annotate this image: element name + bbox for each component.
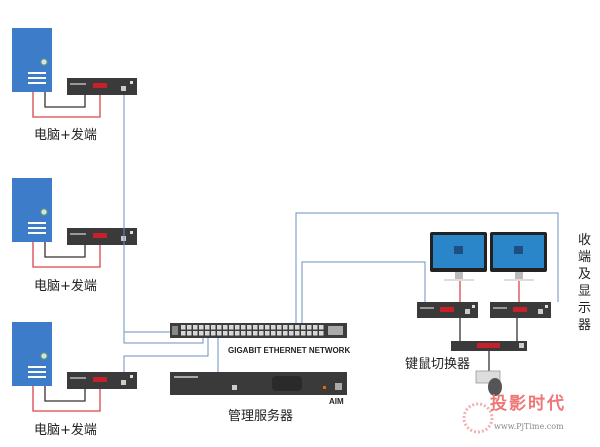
switch-port	[283, 325, 288, 330]
video-cable	[32, 242, 101, 268]
switch-port	[229, 331, 234, 336]
pc-group-label: 电脑+发端	[34, 128, 97, 143]
receiver-device	[417, 302, 478, 318]
pc-tower-icon	[11, 177, 53, 243]
pc-tower-icon	[11, 321, 53, 387]
watermark-text: 投影时代	[490, 394, 566, 414]
switch-label: GIGABIT ETHERNET NETWORK	[228, 346, 351, 355]
network-cables	[123, 95, 559, 372]
keyboard-mouse-icon	[475, 370, 502, 396]
switch-port	[307, 331, 312, 336]
receiver-label: 收端及显示器	[578, 233, 592, 333]
kvm-switcher-device	[451, 341, 527, 351]
pc-group-label: 电脑+发端	[34, 279, 97, 294]
switch-port	[211, 331, 216, 336]
watermark-url: www.PjTime.com	[494, 422, 564, 431]
switch-port	[223, 331, 228, 336]
server-label: 管理服务器	[228, 409, 294, 424]
monitor-icon	[430, 232, 487, 281]
pc-group-2	[11, 177, 137, 268]
switch-port	[187, 331, 192, 336]
switch-port	[319, 325, 324, 330]
switch-port	[265, 331, 270, 336]
pc-tower-icon	[11, 27, 53, 93]
video-cable	[32, 386, 101, 412]
switch-port	[271, 331, 276, 336]
switch-port	[313, 325, 318, 330]
usb-cable	[44, 92, 86, 108]
aim-device-label: AIM	[329, 397, 344, 406]
switch-port	[229, 325, 234, 330]
pc-group-3	[11, 321, 137, 412]
usb-cable	[44, 386, 86, 402]
transmitter-device	[67, 372, 137, 389]
receiver-device	[490, 302, 551, 318]
switch-port	[253, 331, 258, 336]
watermark-logo	[462, 402, 494, 434]
monitor-icon	[490, 232, 547, 281]
switch-port	[289, 331, 294, 336]
switch-port	[289, 325, 294, 330]
transmitter-device	[67, 228, 137, 245]
switch-port	[187, 325, 192, 330]
switch-port	[277, 325, 282, 330]
switch-port	[283, 331, 288, 336]
switch-port	[199, 331, 204, 336]
switch-port	[259, 325, 264, 330]
ethernet-switch	[170, 323, 347, 338]
switch-port	[193, 331, 198, 336]
switch-port	[181, 331, 186, 336]
kvm-label: 键鼠切换器	[405, 357, 471, 372]
switch-port	[199, 325, 204, 330]
switch-port	[193, 325, 198, 330]
switch-port	[217, 331, 222, 336]
switch-port	[217, 325, 222, 330]
switch-port	[301, 325, 306, 330]
switch-port	[253, 325, 258, 330]
aim-server	[170, 372, 347, 395]
video-cable	[32, 92, 101, 118]
switch-port	[205, 325, 210, 330]
switch-port	[295, 325, 300, 330]
transmitter-device	[67, 78, 137, 95]
switch-port	[211, 325, 216, 330]
switch-port	[307, 325, 312, 330]
switch-port	[235, 325, 240, 330]
switch-port	[247, 325, 252, 330]
switch-port	[313, 331, 318, 336]
switch-port	[181, 325, 186, 330]
switch-port	[241, 325, 246, 330]
switch-port	[295, 331, 300, 336]
switch-port	[277, 331, 282, 336]
switch-port	[241, 331, 246, 336]
switch-port	[271, 325, 276, 330]
pc-group-1	[11, 27, 137, 118]
switch-port	[265, 325, 270, 330]
switch-port	[259, 331, 264, 336]
switch-port	[223, 325, 228, 330]
switch-port	[247, 331, 252, 336]
usb-cable	[44, 242, 86, 258]
switch-port	[205, 331, 210, 336]
pc-group-label: 电脑+发端	[34, 423, 97, 438]
switch-port	[319, 331, 324, 336]
switch-port	[301, 331, 306, 336]
switch-port	[235, 331, 240, 336]
